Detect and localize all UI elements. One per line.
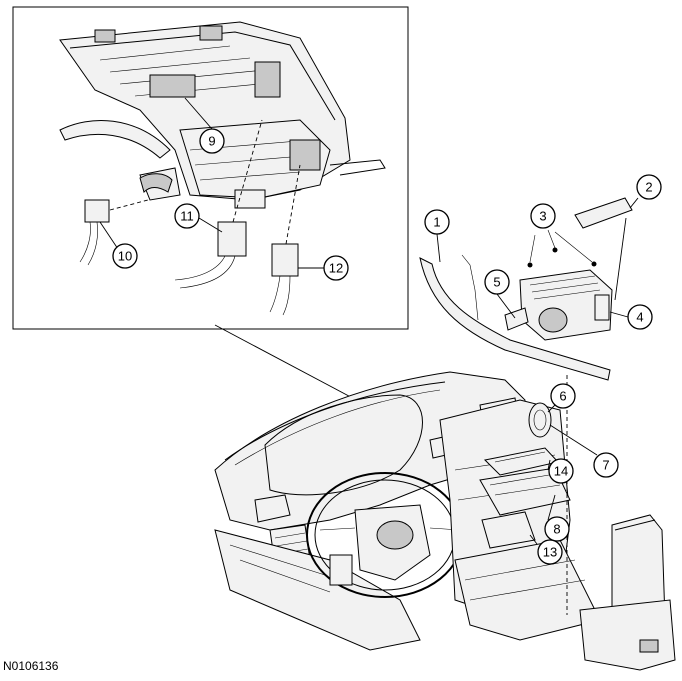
part-1-trim-panel bbox=[419, 257, 611, 381]
callout-label: 1 bbox=[433, 215, 440, 230]
callout-label: 5 bbox=[493, 275, 500, 290]
callout-3: 3 bbox=[530, 203, 556, 229]
callout-13: 13 bbox=[537, 539, 563, 565]
connector-10 bbox=[79, 199, 149, 266]
callout-11: 11 bbox=[174, 203, 200, 229]
callout-label: 11 bbox=[180, 209, 194, 224]
callout-label: 6 bbox=[559, 389, 566, 404]
callout-label: 2 bbox=[645, 180, 652, 195]
callout-leaders bbox=[99, 97, 639, 545]
callout-label: 4 bbox=[636, 310, 643, 325]
callout-10: 10 bbox=[112, 243, 138, 269]
callout-7: 7 bbox=[593, 452, 619, 478]
callout-8: 8 bbox=[544, 516, 570, 542]
figure-id: N0106136 bbox=[3, 659, 59, 673]
part-8-bin bbox=[479, 467, 571, 516]
callout-label: 14 bbox=[554, 464, 568, 479]
callout-label: 7 bbox=[602, 458, 609, 473]
part-6-component bbox=[528, 402, 552, 438]
part-13-tray bbox=[481, 511, 536, 549]
part-4-module bbox=[519, 269, 613, 341]
callout-label: 10 bbox=[118, 249, 132, 264]
callout-14: 14 bbox=[548, 458, 574, 484]
part-2-cover bbox=[574, 197, 633, 229]
callout-label: 13 bbox=[543, 545, 557, 560]
connector-11 bbox=[174, 119, 263, 289]
callout-9: 9 bbox=[199, 128, 225, 154]
callout-12: 12 bbox=[323, 255, 349, 281]
callout-6: 6 bbox=[550, 383, 576, 409]
callout-4: 4 bbox=[627, 304, 653, 330]
callout-label: 3 bbox=[539, 209, 546, 224]
part-5-connector bbox=[504, 307, 529, 331]
callout-1: 1 bbox=[424, 209, 450, 235]
callout-label: 12 bbox=[329, 261, 343, 276]
connector-12 bbox=[269, 164, 301, 316]
callout-label: 9 bbox=[208, 134, 215, 149]
armrest bbox=[579, 514, 676, 671]
callout-label: 8 bbox=[553, 522, 560, 537]
callout-5: 5 bbox=[484, 269, 510, 295]
part-3-screws bbox=[527, 229, 597, 268]
inset-console-module bbox=[59, 21, 386, 209]
callout-2: 2 bbox=[636, 174, 662, 200]
